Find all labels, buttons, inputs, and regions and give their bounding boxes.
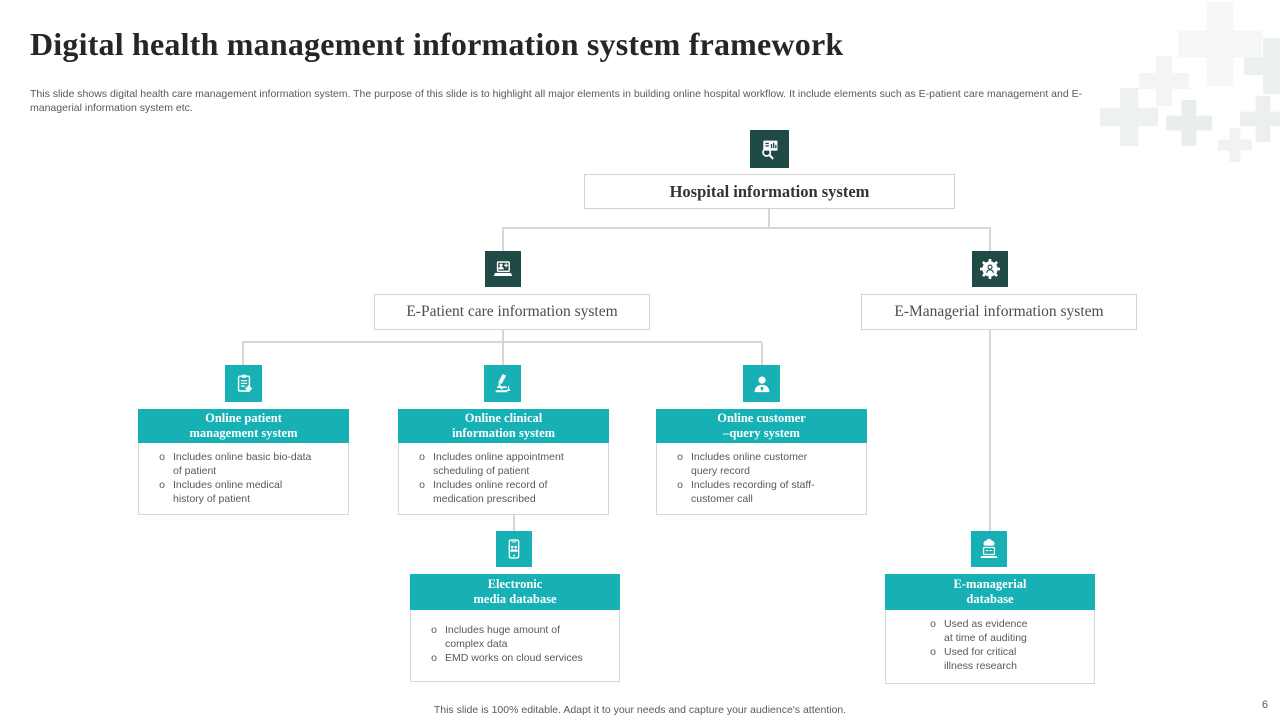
bullet-marker: o: [677, 451, 683, 463]
card-title: Online customer –query system: [656, 409, 867, 443]
cloud-laptop-icon: [971, 531, 1007, 567]
bullet-marker: o: [677, 479, 683, 491]
page-number: 6: [1261, 699, 1268, 711]
bullet-marker: o: [431, 652, 437, 664]
node-label: Hospital information system: [669, 181, 870, 201]
connector-line: [242, 343, 244, 366]
card-title: E-managerial database: [885, 574, 1095, 610]
node-label: E-Patient care information system: [406, 303, 618, 320]
monitor-search-icon: [750, 130, 789, 168]
plus-decoration-icon: [1240, 96, 1280, 142]
bullet-marker: o: [159, 451, 165, 463]
mobile-media-icon: [496, 531, 532, 567]
card-title: Electronic media database: [410, 574, 620, 610]
connector-line: [989, 330, 991, 532]
connector-line: [502, 343, 504, 366]
bullet-marker: o: [419, 451, 425, 463]
bullet-marker: o: [419, 479, 425, 491]
connector-line: [761, 343, 763, 366]
connector-line: [989, 229, 991, 252]
node-e-managerial-information-system: E-Managerial information system: [861, 294, 1137, 330]
connector-line: [502, 227, 991, 229]
bullet-marker: o: [159, 479, 165, 491]
customer-person-icon: [743, 365, 780, 402]
connector-line: [502, 330, 504, 342]
page-title: Digital health management information sy…: [30, 26, 844, 62]
node-label: E-Managerial information system: [894, 303, 1104, 320]
card-title: Online patient management system: [138, 409, 349, 443]
connector-line: [513, 515, 515, 532]
slide-description: This slide shows digital health care man…: [30, 88, 1083, 114]
gear-user-icon: [972, 251, 1008, 287]
connector-line: [242, 341, 762, 343]
bullet-marker: o: [431, 624, 437, 636]
bullet-marker: o: [930, 618, 936, 630]
connector-line: [502, 229, 504, 252]
footer-note: This slide is 100% editable. Adapt it to…: [433, 704, 847, 716]
clipboard-gear-icon: [225, 365, 262, 402]
laptop-patient-icon: [485, 251, 521, 287]
plus-decoration-icon: [1218, 128, 1252, 162]
bullet-marker: o: [930, 646, 936, 658]
card-title: Online clinical information system: [398, 409, 609, 443]
node-e-patient-care-information-system: E-Patient care information system: [374, 294, 650, 330]
connector-line: [768, 209, 770, 228]
node-hospital-information-system: Hospital information system: [584, 174, 955, 209]
microscope-icon: [484, 365, 521, 402]
